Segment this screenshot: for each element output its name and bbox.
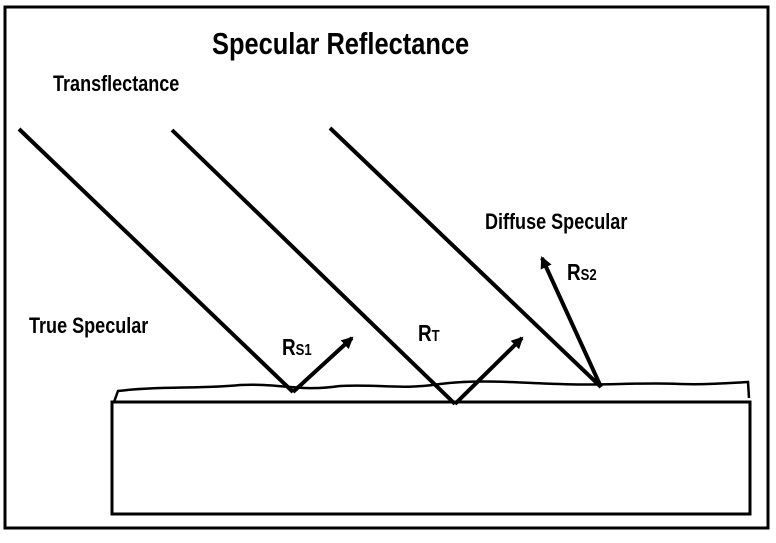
symbol-rs2: RS2	[567, 261, 597, 284]
diagram-title: Specular Reflectance	[212, 26, 470, 61]
symbol-rs1-main: R	[282, 334, 296, 360]
sample-block	[110, 400, 752, 516]
label-diffuse-specular: Diffuse Specular	[485, 209, 628, 234]
label-transflectance: Transflectance	[53, 71, 180, 96]
rough-surface-line	[112, 380, 751, 403]
incident-beam-diffuse-specular	[328, 126, 603, 389]
reflected-arrow-rt	[453, 336, 524, 406]
reflected-arrow-rs2	[540, 256, 603, 388]
symbol-rs1-sub: S1	[295, 342, 312, 359]
symbol-rs1: RS1	[282, 336, 312, 359]
outer-border	[3, 5, 770, 530]
incident-beam-transflectance	[170, 128, 457, 406]
symbol-rt-main: R	[418, 320, 432, 346]
incident-beam-true-specular	[17, 127, 295, 394]
symbol-rs2-main: R	[567, 259, 581, 285]
reflected-arrow-rs1	[291, 336, 354, 394]
symbol-rt-sub: T	[431, 328, 440, 345]
label-true-specular: True Specular	[29, 313, 149, 338]
symbol-rs2-sub: S2	[580, 267, 597, 284]
symbol-rt: RT	[418, 322, 440, 345]
